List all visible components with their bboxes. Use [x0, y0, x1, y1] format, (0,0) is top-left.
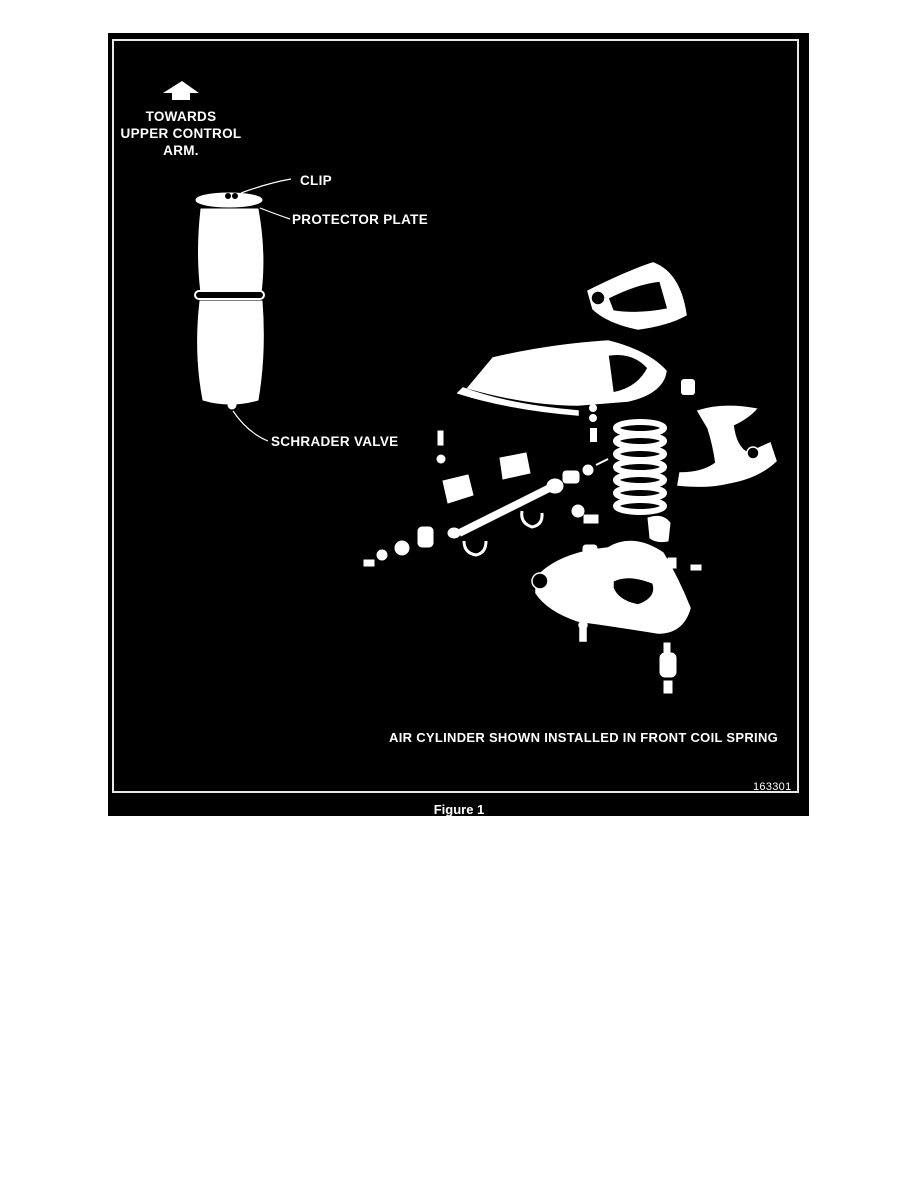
- mounting-hardware: [363, 430, 702, 571]
- stabilizer-shaft: [447, 458, 609, 539]
- figure-frame: [112, 39, 799, 793]
- bump-stop: [681, 379, 695, 395]
- lower-control-arm: [531, 540, 691, 642]
- exploded-suspension-drawing: [163, 81, 777, 694]
- steering-knuckle: [677, 405, 777, 487]
- coil-spring: [613, 419, 667, 515]
- leader-lines: [232, 178, 292, 442]
- upper-control-arm: [587, 262, 687, 330]
- frame-rail: [456, 340, 667, 416]
- image-number: 163301: [753, 781, 792, 793]
- installation-note: AIR CYLINDER SHOWN INSTALLED IN FRONT CO…: [389, 730, 779, 745]
- clip-callout: CLIP: [300, 173, 332, 188]
- direction-label: TOWARDS UPPER CONTROL ARM.: [120, 109, 242, 158]
- air-cylinder: [194, 192, 265, 410]
- figure-panel: TOWARDS UPPER CONTROL ARM. CLIP PROTECTO…: [108, 33, 809, 816]
- bolts: [589, 404, 597, 442]
- protector-plate-callout: PROTECTOR PLATE: [292, 212, 429, 227]
- ball-joint: [659, 642, 677, 694]
- schrader-valve-callout: SCHRADER VALVE: [271, 434, 399, 449]
- figure-caption: Figure 1: [433, 802, 485, 817]
- clip: [225, 193, 238, 199]
- arrow-up-icon: [163, 81, 199, 100]
